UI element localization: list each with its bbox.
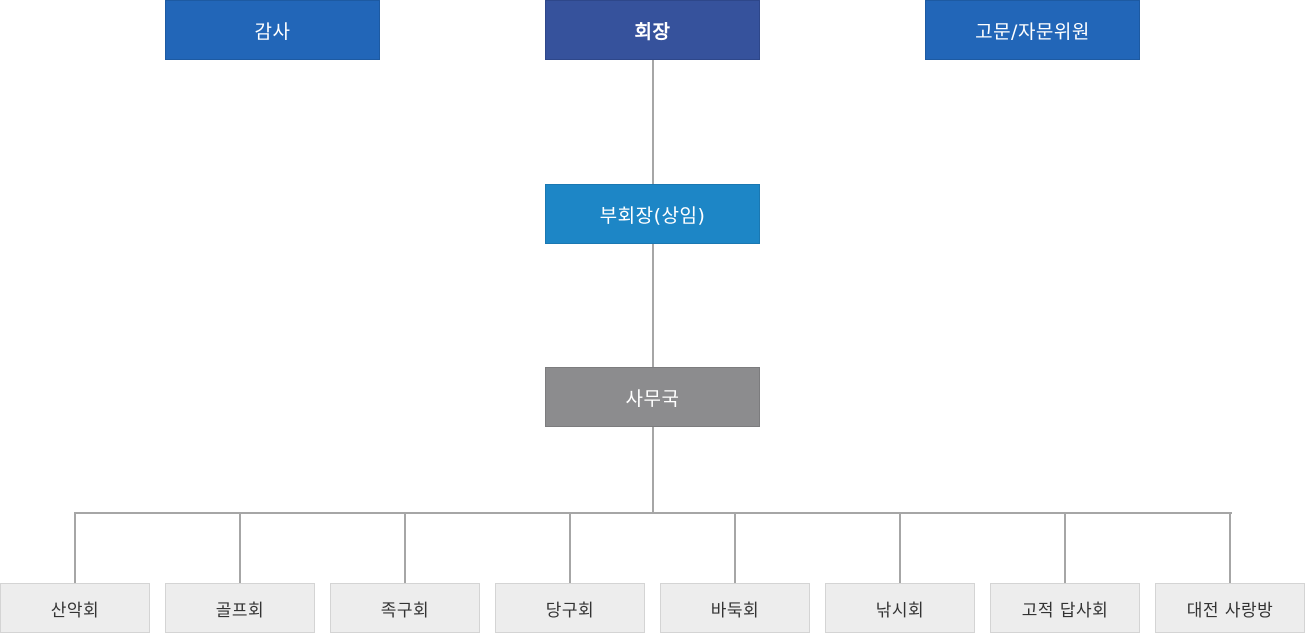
unit-label: 산악회 — [50, 600, 100, 621]
connector-unit-2 — [239, 512, 241, 583]
connector-unit-6 — [899, 512, 901, 583]
secretariat-box: 사무국 — [545, 367, 760, 427]
connector-chairman-vice — [652, 60, 654, 184]
connector-unit-4 — [569, 512, 571, 583]
audit-label: 감사 — [254, 20, 291, 43]
connector-bus — [74, 512, 1232, 514]
unit-box-8: 대전 사랑방 — [1155, 583, 1305, 633]
connector-unit-3 — [404, 512, 406, 583]
secretariat-label: 사무국 — [625, 387, 680, 410]
connector-unit-7 — [1064, 512, 1066, 583]
connector-vice-secretariat — [652, 244, 654, 367]
connector-unit-8 — [1229, 512, 1231, 583]
unit-box-4: 당구회 — [495, 583, 645, 633]
unit-box-5: 바둑회 — [660, 583, 810, 633]
vice-chairman-box: 부회장(상임) — [545, 184, 760, 244]
unit-box-3: 족구회 — [330, 583, 480, 633]
audit-box: 감사 — [165, 0, 380, 60]
advisors-box: 고문/자문위원 — [925, 0, 1140, 60]
chairman-box: 회장 — [545, 0, 760, 60]
connector-secretariat-bus — [652, 427, 654, 513]
unit-label: 바둑회 — [710, 600, 760, 621]
unit-box-1: 산악회 — [0, 583, 150, 633]
connector-unit-1 — [74, 512, 76, 583]
unit-label: 대전 사랑방 — [1186, 600, 1274, 621]
vice-chairman-label: 부회장(상임) — [599, 204, 706, 227]
chairman-label: 회장 — [634, 20, 671, 43]
unit-label: 당구회 — [545, 600, 595, 621]
unit-box-6: 낚시회 — [825, 583, 975, 633]
connector-unit-5 — [734, 512, 736, 583]
unit-label: 골프회 — [215, 600, 265, 621]
unit-box-7: 고적 답사회 — [990, 583, 1140, 633]
unit-label: 고적 답사회 — [1021, 600, 1109, 621]
advisors-label: 고문/자문위원 — [975, 20, 1090, 43]
unit-label: 낚시회 — [875, 600, 925, 621]
unit-box-2: 골프회 — [165, 583, 315, 633]
unit-label: 족구회 — [380, 600, 430, 621]
